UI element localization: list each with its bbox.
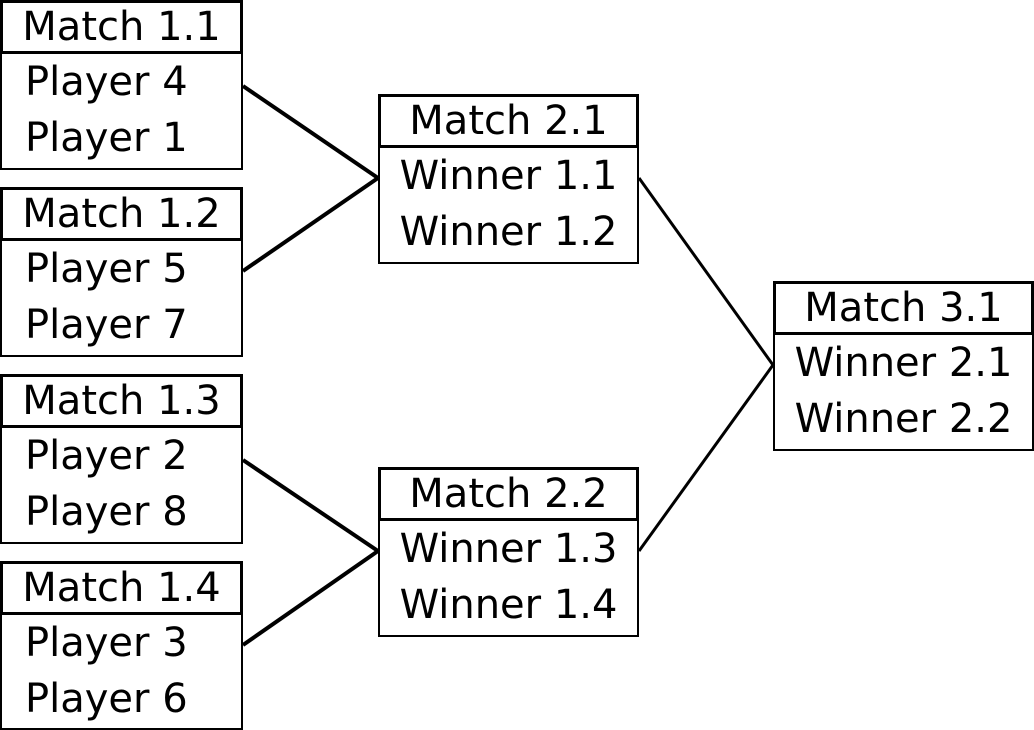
match-3-1-box: Match 3.1 Winner 2.1 Winner 2.2 [773,281,1034,451]
match-title: Match 2.1 [378,94,639,148]
match-slot: Winner 1.4 [399,582,618,628]
match-slot: Player 4 [25,59,188,105]
match-slot: Player 6 [25,676,188,722]
match-title: Match 3.1 [773,281,1034,335]
match-slot: Player 5 [25,246,188,292]
connector-m11-m21 [241,84,380,180]
match-2-2-box: Match 2.2 Winner 1.3 Winner 1.4 [378,467,639,637]
match-slot: Winner 2.2 [794,396,1013,442]
match-slot: Winner 1.1 [399,153,618,199]
match-2-1-box: Match 2.1 Winner 1.1 Winner 1.2 [378,94,639,264]
match-slot: Winner 2.1 [794,340,1013,386]
match-1-4-box: Match 1.4 Player 3 Player 6 [0,561,243,730]
match-slot: Player 2 [25,433,188,479]
match-title: Match 1.4 [0,561,243,615]
match-slot: Winner 1.2 [399,209,618,255]
connector-m12-m21 [241,176,380,273]
connector-m13-m22 [241,458,380,553]
match-slot: Player 1 [25,115,188,161]
match-1-3-box: Match 1.3 Player 2 Player 8 [0,374,243,544]
match-slot: Winner 1.3 [399,526,618,572]
match-title: Match 1.1 [0,0,243,54]
connector-m14-m22 [241,549,380,647]
match-title: Match 1.2 [0,187,243,241]
connector-m22-m31 [637,364,775,552]
match-slot: Player 8 [25,489,188,535]
match-slot: Player 7 [25,302,188,348]
match-1-2-box: Match 1.2 Player 5 Player 7 [0,187,243,357]
match-title: Match 1.3 [0,374,243,428]
match-1-1-box: Match 1.1 Player 4 Player 1 [0,0,243,170]
match-slot: Player 3 [25,620,188,666]
match-title: Match 2.2 [378,467,639,521]
connector-m21-m31 [637,177,775,366]
